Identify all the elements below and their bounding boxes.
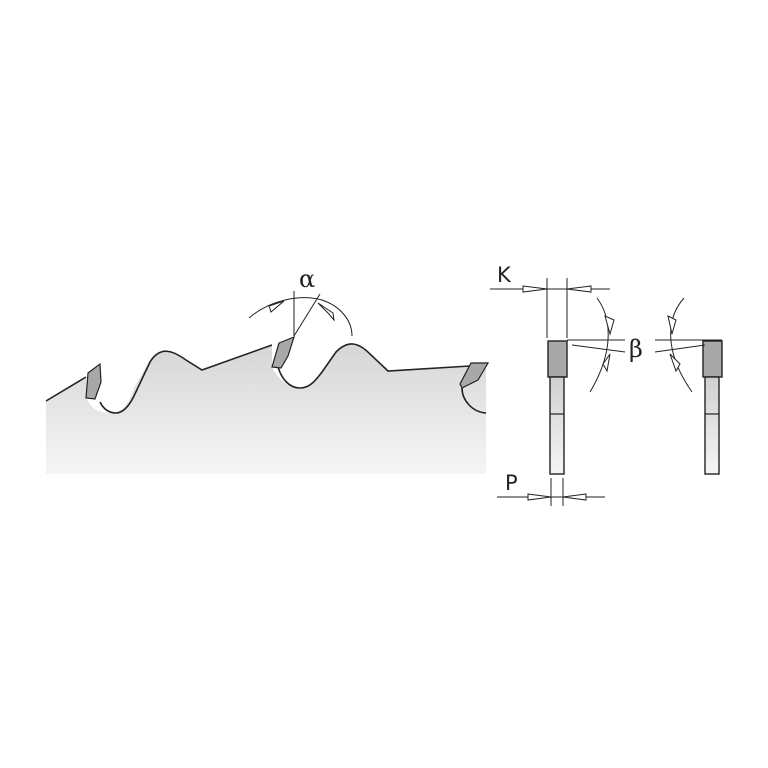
- alpha-angle-annotation: [248, 291, 353, 337]
- kerf-dimension: [490, 278, 610, 338]
- alpha-label: α: [299, 265, 315, 293]
- carbide-tip-2: [271, 335, 295, 369]
- blade-profile: [45, 335, 490, 474]
- side-profile-left: [547, 340, 568, 475]
- kerf-label: K: [497, 263, 512, 287]
- beta-label: β: [629, 335, 643, 363]
- beta-angle-annotation: [567, 297, 722, 393]
- plate-dimension: [497, 478, 605, 506]
- carbide-tip-1: [85, 362, 102, 400]
- carbide-tip-3: [459, 362, 490, 389]
- side-profile-right: [702, 340, 723, 475]
- plate-label: P: [505, 471, 518, 495]
